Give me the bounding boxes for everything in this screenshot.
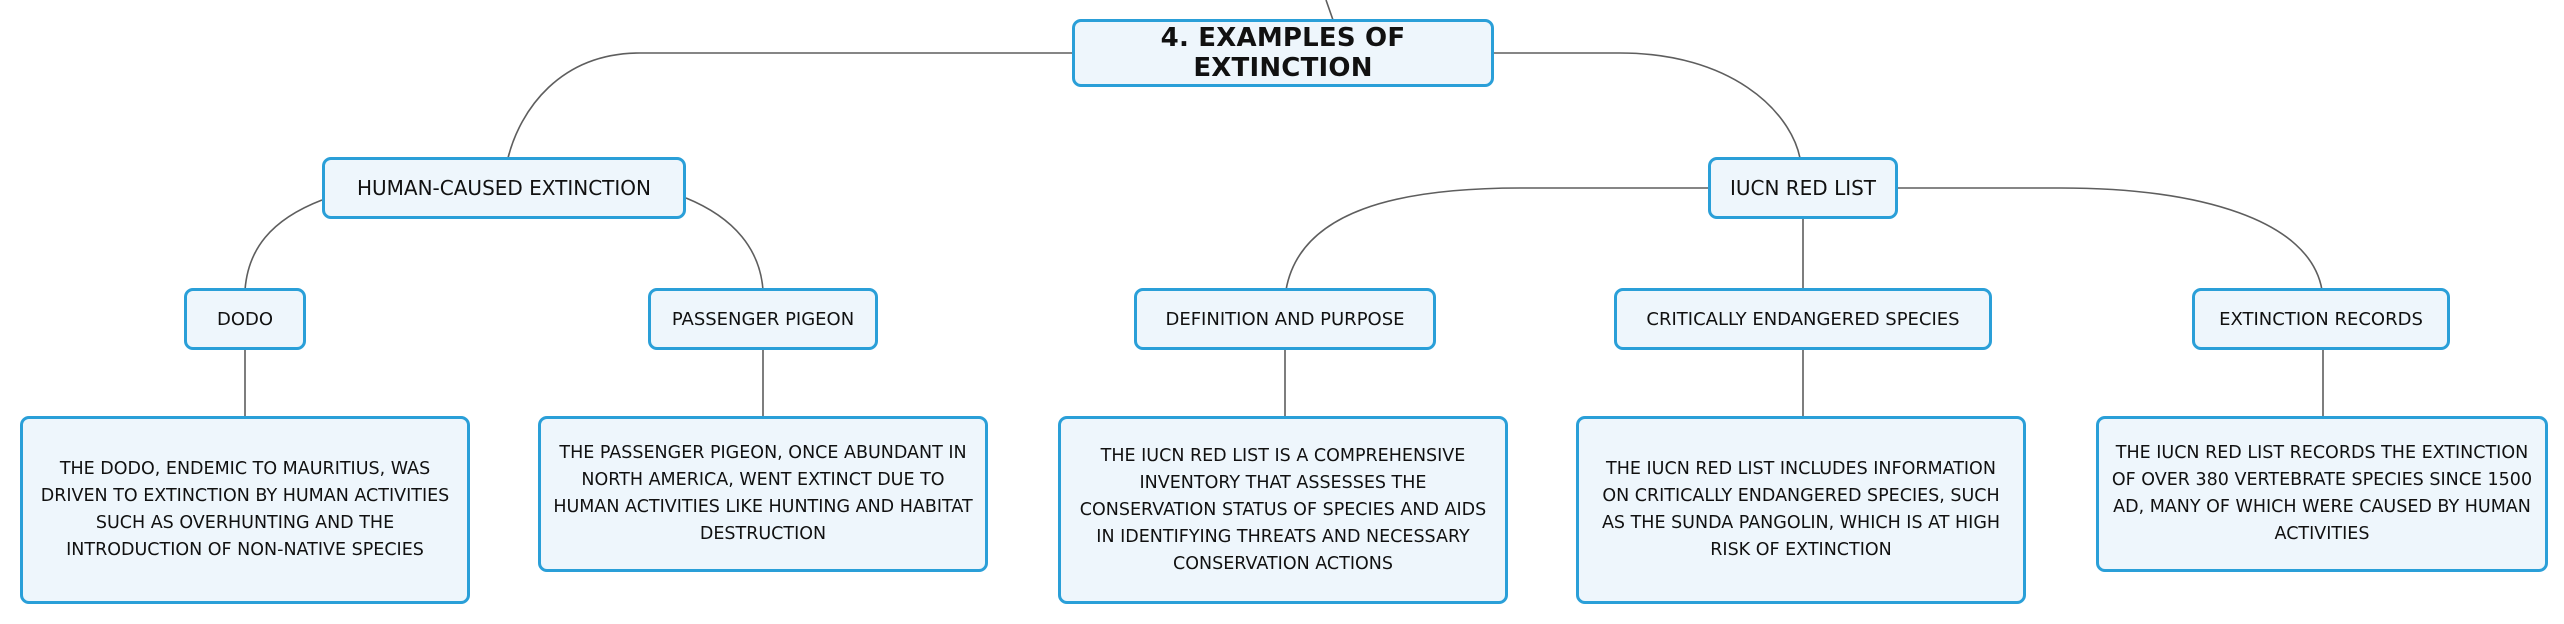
detail-node-dodo[interactable]: THE DODO, ENDEMIC TO MAURITIUS, WAS DRIV… <box>20 416 470 604</box>
topic-node-extinction-records[interactable]: EXTINCTION RECORDS <box>2192 288 2450 350</box>
detail-node-definition-and-purpose[interactable]: THE IUCN RED LIST IS A COMPREHENSIVE INV… <box>1058 416 1508 604</box>
topic-node-passenger-pigeon[interactable]: PASSENGER PIGEON <box>648 288 878 350</box>
branch-node-label: HUMAN-CAUSED EXTINCTION <box>356 176 651 200</box>
connector-human-pigeon <box>685 197 764 291</box>
detail-node-text: THE IUCN RED LIST INCLUDES INFORMATION O… <box>1601 459 2001 560</box>
detail-node-text: THE PASSENGER PIGEON, ONCE ABUNDANT IN N… <box>553 443 973 544</box>
topic-node-label: PASSENGER PIGEON <box>671 308 855 330</box>
topic-node-label: EXTINCTION RECORDS <box>2219 308 2423 330</box>
root-node-label: 4. EXAMPLES OF EXTINCTION <box>1160 23 1406 83</box>
topic-node-definition-and-purpose[interactable]: DEFINITION AND PURPOSE <box>1134 288 1436 350</box>
connector-iucn-records <box>1898 187 2323 291</box>
detail-node-text: THE DODO, ENDEMIC TO MAURITIUS, WAS DRIV… <box>40 459 450 560</box>
detail-node-text: THE IUCN RED LIST RECORDS THE EXTINCTION… <box>2111 443 2533 544</box>
connector-root-top <box>1325 0 1334 21</box>
root-node[interactable]: 4. EXAMPLES OF EXTINCTION <box>1072 19 1494 87</box>
connector-root-human <box>507 52 1072 159</box>
connector-human-dodo <box>244 199 323 291</box>
detail-node-text: THE IUCN RED LIST IS A COMPREHENSIVE INV… <box>1079 445 1487 574</box>
branch-node-iucn-red-list[interactable]: IUCN RED LIST <box>1708 157 1898 219</box>
detail-node-extinction-records[interactable]: THE IUCN RED LIST RECORDS THE EXTINCTION… <box>2096 416 2548 572</box>
topic-node-label: CRITICALLY ENDANGERED SPECIES <box>1646 308 1960 330</box>
branch-node-label: IUCN RED LIST <box>1729 176 1877 200</box>
topic-node-dodo[interactable]: DODO <box>184 288 306 350</box>
branch-node-human-caused-extinction[interactable]: HUMAN-CAUSED EXTINCTION <box>322 157 686 219</box>
detail-node-critically-endangered-species[interactable]: THE IUCN RED LIST INCLUDES INFORMATION O… <box>1576 416 2026 604</box>
connector-root-iucn <box>1494 52 1801 159</box>
topic-node-label: DODO <box>216 308 274 330</box>
topic-node-critically-endangered-species[interactable]: CRITICALLY ENDANGERED SPECIES <box>1614 288 1992 350</box>
topic-node-label: DEFINITION AND PURPOSE <box>1165 308 1405 330</box>
detail-node-passenger-pigeon[interactable]: THE PASSENGER PIGEON, ONCE ABUNDANT IN N… <box>538 416 988 572</box>
connector-iucn-definition <box>1285 187 1708 291</box>
